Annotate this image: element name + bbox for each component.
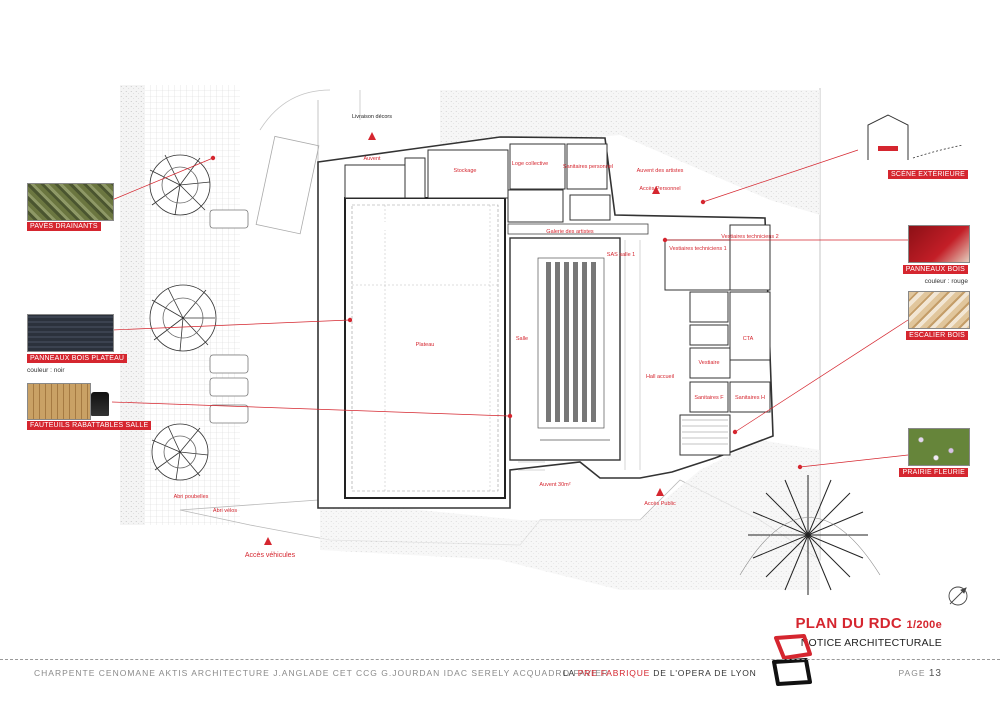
page-subtitle: NOTICE ARCHITECTURALE: [800, 637, 942, 649]
meadow-swatch: [908, 428, 970, 466]
svg-text:Hall accueil: Hall accueil: [646, 374, 674, 380]
tree-top: [149, 154, 211, 216]
footer-project-highlight: PRE FABRIQUE: [577, 668, 651, 678]
svg-text:Auvent des artistes: Auvent des artistes: [637, 168, 684, 174]
access-arrows: [264, 132, 664, 545]
page-title-scale: 1/200e: [906, 619, 942, 631]
paving-label: PAVÉS DRAINANTS: [27, 222, 101, 231]
page-title-text: PLAN DU RDC: [795, 615, 903, 632]
svg-text:Vestiaire: Vestiaire: [698, 360, 719, 366]
artists-gallery: [507, 223, 649, 235]
svg-text:Accès Personnel: Accès Personnel: [639, 186, 680, 192]
north-arrow-icon: [948, 586, 968, 606]
svg-text:Vestiaires techniciens 1: Vestiaires techniciens 1: [669, 246, 726, 252]
wood-stair-swatch: [908, 291, 970, 329]
seats-label: FAUTEUILS RABATTABLES SALLE: [27, 421, 152, 430]
pointer-dots: [210, 155, 803, 470]
page-title: PLAN DU RDC 1/200e: [795, 615, 942, 632]
footer-page: PAGE 13: [899, 668, 943, 679]
svg-text:Sanitaires personnel: Sanitaires personnel: [563, 164, 613, 170]
svg-text:Auvent: Auvent: [363, 156, 381, 162]
label-livraison: Livraison décors: [352, 114, 392, 120]
tree-middle: [149, 284, 217, 352]
footer-project: LA PRE FABRIQUE DE L'OPERA DE LYON: [563, 668, 757, 678]
red-panel-swatch: [908, 225, 970, 263]
seats-swatch: [27, 383, 91, 420]
tree-bottom: [151, 423, 209, 481]
footer-partners: CHARPENTE CENOMANE AKTIS ARCHITECTURE J.…: [34, 668, 610, 678]
parking-spaces: [209, 209, 249, 424]
seating-rows: [546, 262, 596, 422]
opera-logo: [772, 634, 812, 686]
svg-text:Galerie des artistes: Galerie des artistes: [546, 229, 594, 235]
stage-area: [344, 197, 506, 499]
outdoor-stage-sketch: [858, 110, 968, 165]
svg-text:Sanitaires H: Sanitaires H: [735, 395, 765, 401]
svg-text:Abri vélos: Abri vélos: [213, 508, 237, 514]
footer-page-number: 13: [928, 668, 942, 679]
black-panel-label: PANNEAUX BOIS PLATEAU: [27, 354, 128, 363]
footer-project-prefix: LA: [563, 668, 578, 678]
svg-text:Plateau: Plateau: [416, 342, 435, 348]
svg-text:Salle: Salle: [516, 336, 528, 342]
wood-stair-label: ESCALIER BOIS: [906, 331, 968, 340]
outdoor-stage-label: SCÈNE EXTÉRIEURE: [888, 170, 968, 179]
pointer-lines: [111, 149, 909, 468]
svg-text:Accès Public: Accès Public: [644, 501, 676, 507]
red-panel-color: couleur : rouge: [924, 278, 968, 285]
meadow-label: PRAIRIE FLEURIE: [899, 468, 968, 477]
black-panel-swatch: [27, 314, 114, 352]
svg-text:Stockage: Stockage: [454, 168, 477, 174]
svg-text:Vestiaires techniciens 2: Vestiaires techniciens 2: [721, 234, 778, 240]
svg-text:Loge collective: Loge collective: [512, 161, 548, 167]
svg-text:Accès véhicules: Accès véhicules: [245, 552, 296, 559]
footer-page-label: PAGE: [898, 668, 926, 678]
svg-text:Sanitaires F: Sanitaires F: [694, 395, 724, 401]
footer-divider: [0, 659, 1000, 660]
svg-text:Auvent 30m²: Auvent 30m²: [539, 482, 570, 488]
tree-starburst: [748, 475, 868, 595]
red-panel-label: PANNEAUX BOIS: [902, 265, 968, 274]
svg-text:CTA: CTA: [743, 336, 754, 342]
seat-chair-icon: [91, 392, 109, 416]
paving-swatch: [27, 183, 114, 221]
footer-project-suffix: DE L'OPERA DE LYON: [650, 668, 757, 678]
svg-text:SAS salle 1: SAS salle 1: [607, 252, 635, 258]
svg-text:Abri poubelles: Abri poubelles: [174, 494, 209, 500]
black-panel-color: couleur : noir: [27, 367, 65, 374]
